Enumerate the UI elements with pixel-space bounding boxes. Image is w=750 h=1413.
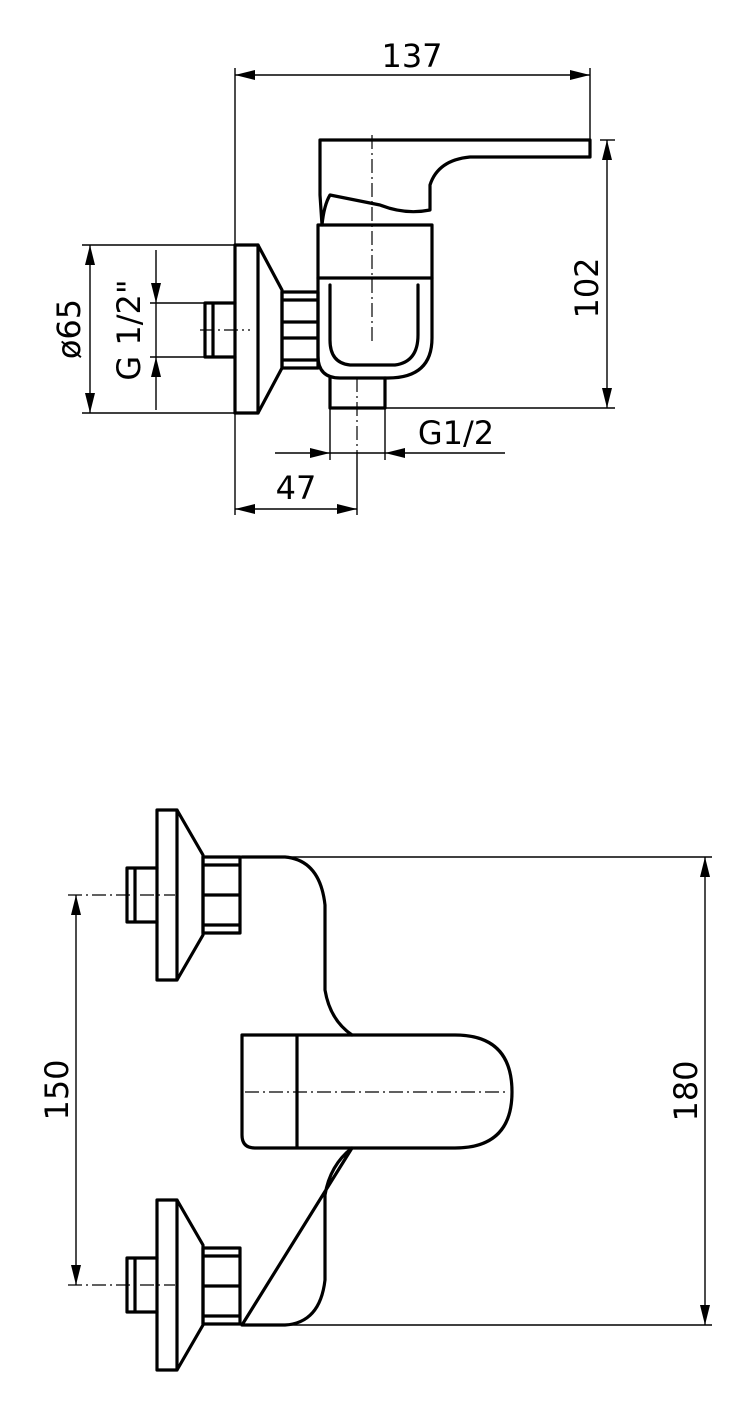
dim-inlet-thread: G 1/2": [110, 279, 148, 380]
side-handle-lever: [318, 138, 592, 227]
side-view: 137 102 ø65 G 1/2" G1/2 4: [50, 37, 615, 515]
front-view: 150 180: [38, 808, 712, 1372]
side-hex-connector: [280, 290, 320, 370]
front-hex-bottom: [201, 1246, 242, 1326]
dim-150: 150: [38, 1059, 76, 1120]
front-hex-top: [201, 855, 242, 935]
front-escutcheon-top: [155, 808, 205, 982]
dim-47: 47: [276, 469, 317, 507]
side-body: [316, 223, 434, 380]
dim-102: 102: [568, 257, 606, 318]
front-body: [240, 855, 354, 1327]
front-handle: [240, 1033, 514, 1150]
dim-outlet-thread: G1/2: [418, 414, 494, 452]
front-escutcheon-bottom: [155, 1198, 205, 1372]
dim-180: 180: [667, 1060, 705, 1121]
dim-137: 137: [381, 37, 442, 75]
dim-diameter-65: ø65: [50, 299, 88, 359]
